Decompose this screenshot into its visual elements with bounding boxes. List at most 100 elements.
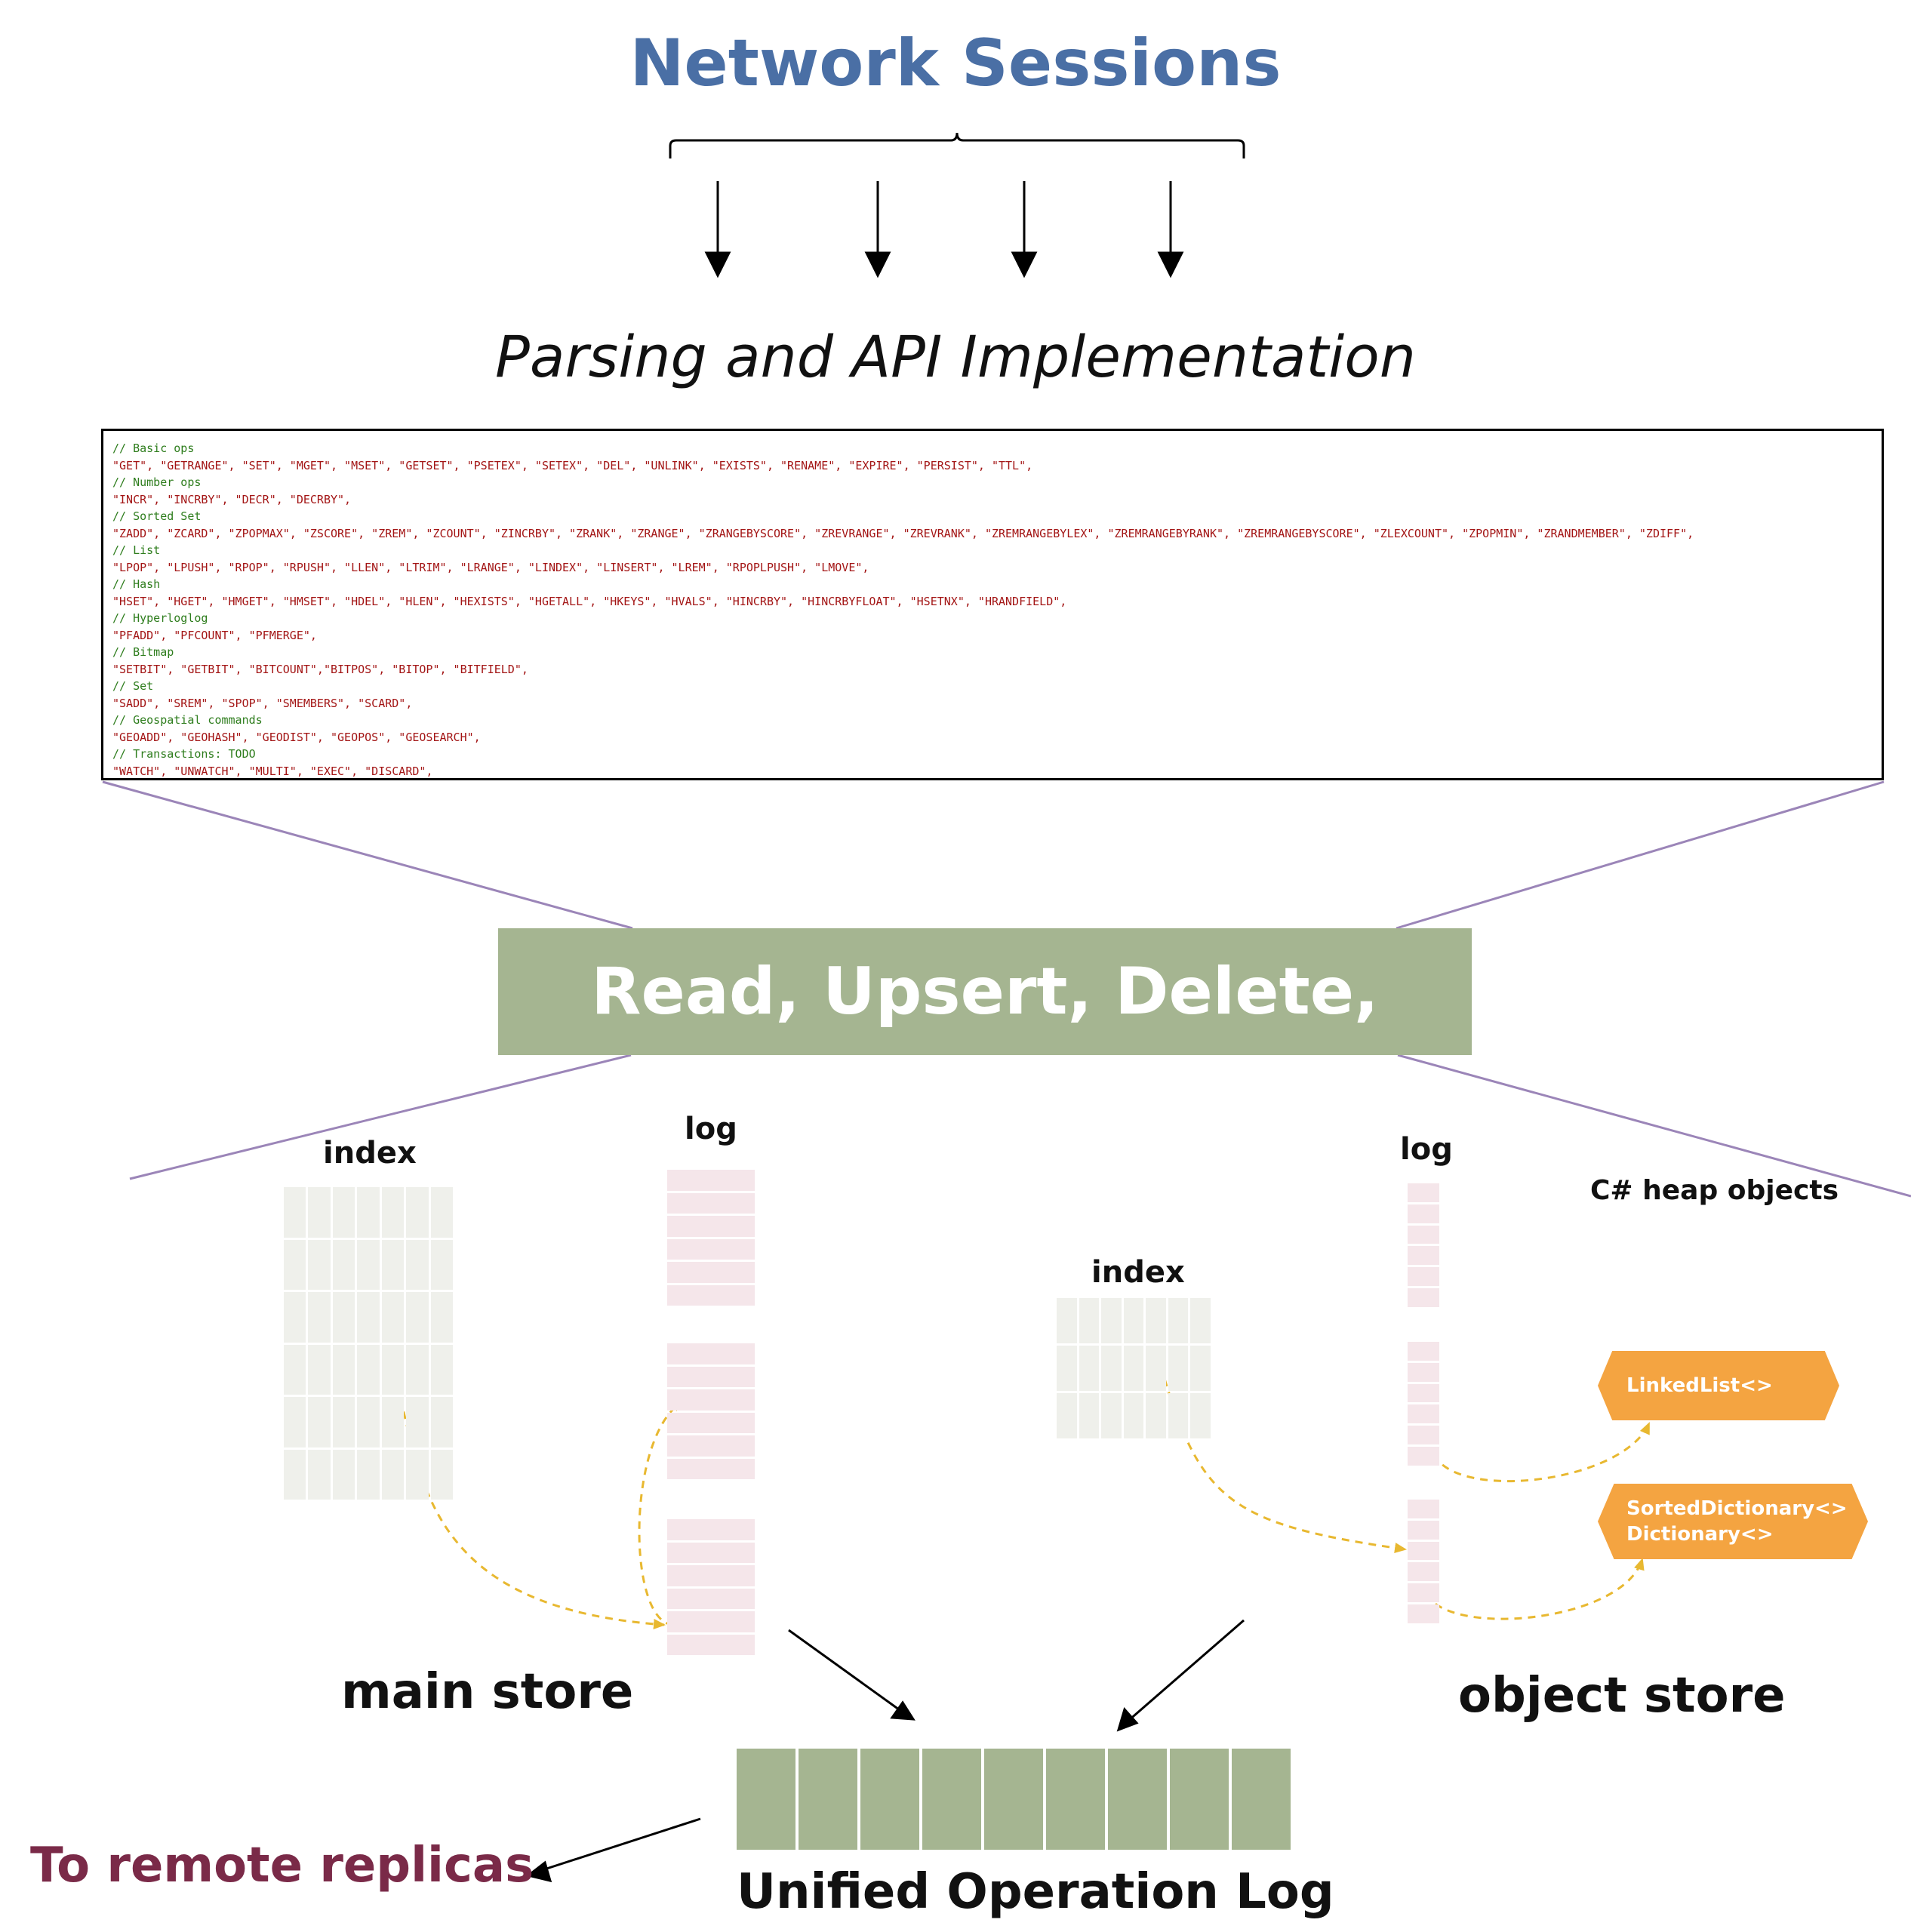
log-slot: [1408, 1225, 1439, 1244]
log-slot: [667, 1435, 755, 1457]
object-index-grid: [1057, 1298, 1211, 1438]
log-segment: [922, 1749, 981, 1850]
index-cell: [284, 1397, 306, 1447]
index-cell: [357, 1187, 380, 1238]
command-list-code: // Basic ops "GET", "GETRANGE", "SET", "M…: [101, 429, 1884, 780]
index-cell: [308, 1239, 331, 1290]
index-cell: [1123, 1393, 1144, 1438]
index-cell: [430, 1292, 453, 1343]
index-cell: [430, 1397, 453, 1447]
index-cell: [1190, 1393, 1211, 1438]
main-index-label: index: [323, 1136, 417, 1171]
log-slot: [667, 1238, 755, 1260]
log-segment: [1046, 1749, 1105, 1850]
log-segment: [1170, 1749, 1229, 1850]
code-comment-line: // Transactions: TODO: [112, 747, 256, 761]
code-command-line: "WATCH", "UNWATCH", "MULTI", "EXEC", "DI…: [112, 764, 433, 778]
index-cell: [1168, 1298, 1189, 1343]
operations-box: Read, Upsert, Delete, RMW: [498, 928, 1472, 1156]
log-slot: [667, 1634, 755, 1655]
object-log-block: [1408, 1342, 1439, 1466]
index-cell: [406, 1344, 429, 1395]
code-command-line: "ZADD", "ZCARD", "ZPOPMAX", "ZSCORE", "Z…: [112, 526, 1694, 540]
index-cell: [430, 1239, 453, 1290]
index-cell: [1101, 1393, 1122, 1438]
index-cell: [1168, 1346, 1189, 1391]
main-index-grid: [284, 1187, 453, 1500]
unified-log-label: Unified Operation Log: [737, 1864, 1334, 1920]
index-cell: [381, 1449, 405, 1500]
index-cell: [332, 1187, 355, 1238]
main-log-block: [667, 1170, 755, 1306]
index-cell: [406, 1239, 429, 1290]
code-command-line: "HSET", "HGET", "HMGET", "HMSET", "HDEL"…: [112, 594, 1067, 608]
log-slot: [667, 1588, 755, 1609]
code-comment-line: // Geospatial commands: [112, 713, 263, 727]
main-store-label: main store: [341, 1664, 634, 1720]
log-slot: [1408, 1404, 1439, 1424]
index-cell: [1079, 1298, 1100, 1343]
log-segment: [799, 1749, 857, 1850]
code-comment-line: // Sorted Set: [112, 509, 202, 523]
object-log-block: [1408, 1183, 1439, 1307]
index-cell: [357, 1449, 380, 1500]
log-slot: [1408, 1500, 1439, 1518]
log-segment: [1108, 1749, 1167, 1850]
code-command-line: "SADD", "SREM", "SPOP", "SMEMBERS", "SCA…: [112, 696, 413, 710]
index-cell: [284, 1187, 306, 1238]
index-cell: [430, 1187, 453, 1238]
index-cell: [381, 1397, 405, 1447]
code-comment-line: // Hash: [112, 577, 161, 591]
index-cell: [1057, 1393, 1077, 1438]
code-comment-line: // List: [112, 543, 161, 557]
index-cell: [1079, 1393, 1100, 1438]
log-slot: [1408, 1204, 1439, 1223]
object-index-label: index: [1091, 1255, 1185, 1290]
main-log-block: [667, 1343, 755, 1479]
log-slot: [667, 1412, 755, 1433]
index-cell: [357, 1397, 380, 1447]
index-cell: [308, 1187, 331, 1238]
code-command-line: "GET", "GETRANGE", "SET", "MGET", "MSET"…: [112, 458, 1033, 472]
main-log-block: [667, 1519, 755, 1655]
index-cell: [430, 1449, 453, 1500]
index-cell: [406, 1449, 429, 1500]
index-cell: [1190, 1298, 1211, 1343]
session-arrows: [704, 181, 1184, 278]
index-cell: [284, 1292, 306, 1343]
object-log-block: [1408, 1500, 1439, 1623]
code-comment-line: // Basic ops: [112, 441, 195, 455]
code-command-line: "GEOADD", "GEOHASH", "GEODIST", "GEOPOS"…: [112, 730, 481, 744]
index-cell: [284, 1239, 306, 1290]
heap-object-line: LinkedList<>: [1626, 1374, 1773, 1397]
code-command-line: "LPOP", "LPUSH", "RPOP", "RPUSH", "LLEN"…: [112, 560, 869, 574]
index-cell: [406, 1187, 429, 1238]
index-cell: [332, 1449, 355, 1500]
log-slot: [667, 1565, 755, 1586]
index-cell: [284, 1344, 306, 1395]
index-cell: [406, 1397, 429, 1447]
index-cell: [308, 1397, 331, 1447]
index-cell: [357, 1239, 380, 1290]
log-slot: [1408, 1583, 1439, 1603]
log-slot: [1408, 1342, 1439, 1361]
index-cell: [332, 1344, 355, 1395]
heap-objects-label: C# heap objects: [1590, 1175, 1839, 1206]
index-cell: [381, 1292, 405, 1343]
log-slot: [667, 1611, 755, 1632]
index-cell: [381, 1344, 405, 1395]
log-slot: [667, 1262, 755, 1283]
log-slot: [667, 1542, 755, 1563]
index-cell: [1057, 1298, 1077, 1343]
log-slot: [1408, 1520, 1439, 1540]
unified-log-bar: [737, 1749, 1291, 1850]
log-slot: [667, 1389, 755, 1411]
sessions-brace: [669, 132, 1245, 158]
code-command-line: "INCR", "INCRBY", "DECR", "DECRBY",: [112, 492, 352, 506]
log-slot: [1408, 1183, 1439, 1202]
object-log-label: log: [1400, 1132, 1453, 1167]
index-cell: [1190, 1346, 1211, 1391]
heap-object-line: SortedDictionary<>: [1626, 1497, 1848, 1520]
parsing-subtitle: Parsing and API Implementation: [495, 323, 1416, 390]
